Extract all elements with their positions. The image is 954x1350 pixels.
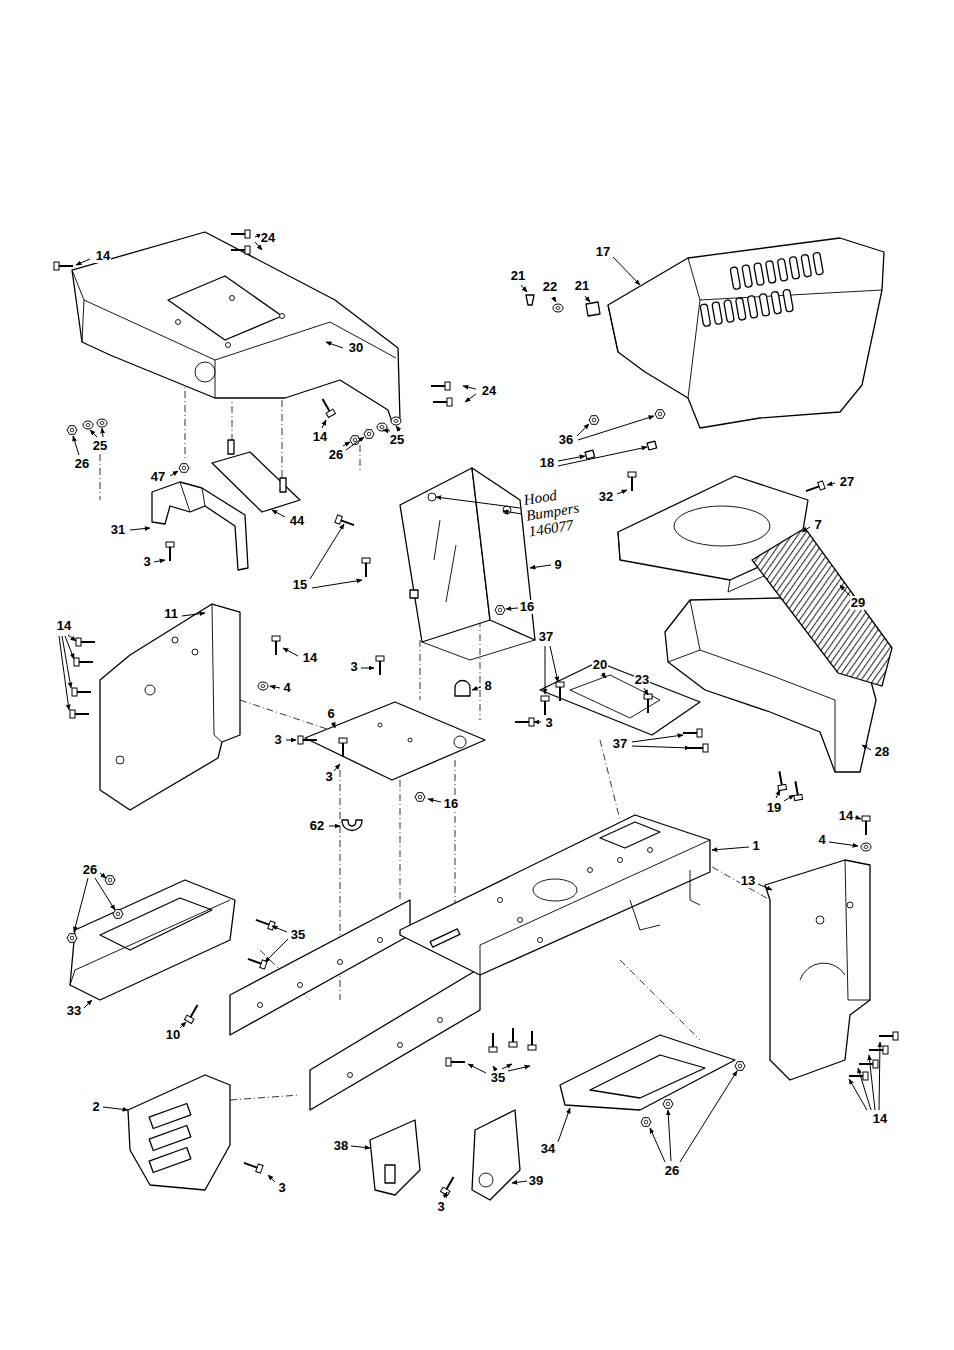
callout-number: 25 [389, 433, 405, 447]
callout-number: 1 [751, 839, 760, 853]
callout-number: 26 [664, 1164, 680, 1178]
callout-number: 3 [324, 770, 333, 784]
callout-number: 25 [92, 439, 108, 453]
handwritten-note: Hood Bumpers 146077 [521, 483, 592, 540]
callout-number: 16 [443, 797, 459, 811]
callout-number: 26 [74, 457, 90, 471]
callout-number: 35 [490, 1071, 506, 1085]
callout-number: 14 [312, 430, 328, 444]
callout-number: 19 [766, 801, 782, 815]
callout-number: 26 [328, 448, 344, 462]
callout-number: 44 [289, 514, 305, 528]
callout-number: 13 [740, 874, 756, 888]
callout-number: 28 [874, 745, 890, 759]
callout-number: 14 [95, 249, 111, 263]
callout-number: 38 [333, 1139, 349, 1153]
callout-number: 6 [326, 707, 335, 721]
callout-number: 24 [481, 384, 497, 398]
callout-number: 17 [595, 245, 611, 259]
callout-number: 14 [56, 619, 72, 633]
callout-number: 10 [165, 1028, 181, 1042]
callout-number: 16 [519, 600, 535, 614]
callout-number: 14 [302, 651, 318, 665]
callout-number: 3 [544, 716, 553, 730]
callout-number: 4 [817, 833, 826, 847]
callout-number: 20 [592, 658, 608, 672]
callout-number: 3 [349, 660, 358, 674]
callout-number: 36 [558, 433, 574, 447]
callout-number: 9 [553, 558, 562, 572]
callout-number: 7 [813, 518, 822, 532]
callout-number: 18 [539, 456, 555, 470]
callout-number: 62 [309, 819, 325, 833]
callout-number: 30 [348, 341, 364, 355]
callout-number: 2 [91, 1100, 100, 1114]
callout-number: 26 [82, 863, 98, 877]
callout-number: 39 [528, 1174, 544, 1188]
callout-number: 37 [612, 737, 628, 751]
callout-number: 14 [872, 1112, 888, 1126]
callout-number: 34 [540, 1142, 556, 1156]
callout-number: 3 [273, 733, 282, 747]
callout-number: 32 [598, 490, 614, 504]
callout-number: 47 [150, 470, 166, 484]
callout-number: 21 [510, 269, 526, 283]
callout-number: 29 [850, 596, 866, 610]
callout-number: 23 [634, 673, 650, 687]
callout-number: 3 [142, 555, 151, 569]
callout-number: 24 [260, 231, 276, 245]
callout-number: 15 [292, 578, 308, 592]
callout-number: 8 [483, 679, 492, 693]
callout-number: 27 [839, 475, 855, 489]
callout-number: 31 [110, 523, 126, 537]
callout-number: 14 [838, 809, 854, 823]
callout-number: 3 [436, 1200, 445, 1214]
callout-number: 33 [66, 1004, 82, 1018]
callout-number: 21 [574, 279, 590, 293]
callout-number: 4 [282, 681, 291, 695]
callout-number: 22 [542, 280, 558, 294]
callout-number: 3 [277, 1181, 286, 1195]
callout-number: 35 [290, 928, 306, 942]
callout-number: 37 [538, 630, 554, 644]
callout-number: 11 [163, 607, 179, 621]
